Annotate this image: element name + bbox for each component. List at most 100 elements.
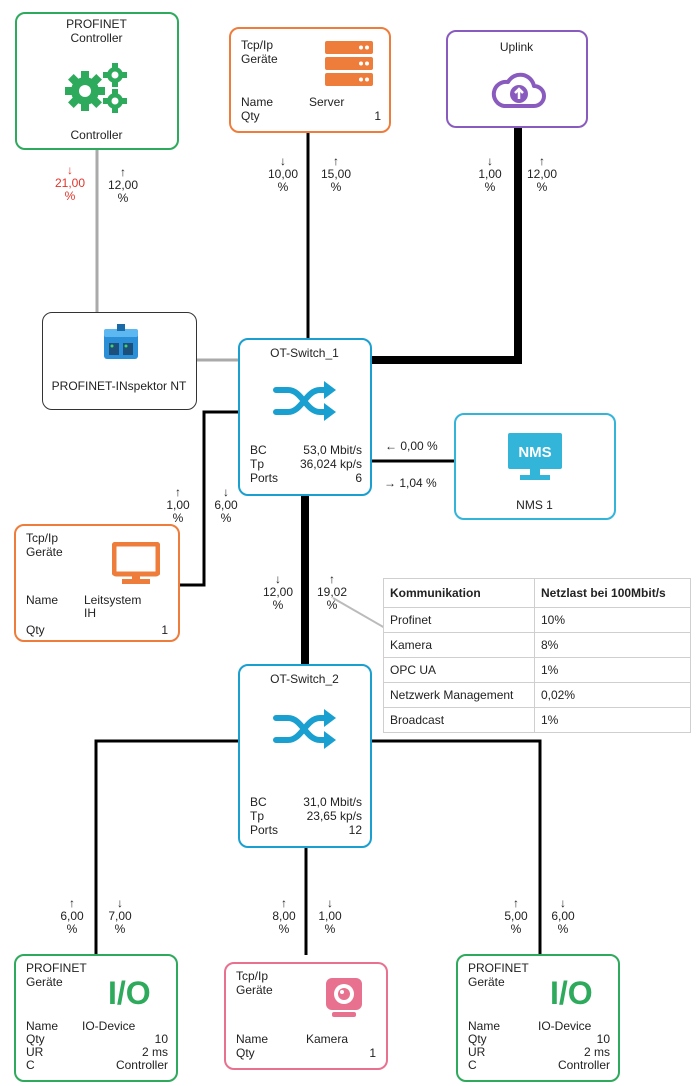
unit: % <box>64 189 76 203</box>
inspektor-node[interactable]: PROFINET-INspektor NT <box>42 312 197 410</box>
kam-qty-value: 1 <box>369 1046 376 1060</box>
camera-icon <box>326 978 362 1017</box>
ot-switch-1-node[interactable]: OT-Switch_1 BC 53,0 Mbit/s Tp 36,024 kp/… <box>238 338 372 496</box>
ior-down-label: ↓ 6,00 % <box>543 897 583 936</box>
nms-monitor-icon: NMS <box>508 433 562 480</box>
ior-title1: PROFINET <box>468 961 529 975</box>
unit: % <box>557 922 569 936</box>
iol-qty-key: Qty <box>26 1032 45 1046</box>
value: 6,00 <box>214 498 238 512</box>
value: 15,00 <box>320 167 352 181</box>
arrow: ↓ <box>327 896 333 910</box>
io-device-left-node[interactable]: PROFINET Geräte I/O Name IO-Device Qty 1… <box>14 954 178 1082</box>
switch1-tp-key: Tp <box>250 457 265 471</box>
table-header: Netzlast bei 100Mbit/s <box>534 578 691 608</box>
sw-up-label: ↑ 19,02 % <box>312 573 352 612</box>
ior-ur-value: 2 ms <box>583 1045 610 1059</box>
server-name-key: Name <box>241 95 274 109</box>
leit-name-key: Name <box>26 593 59 607</box>
switch1-ports-key: Ports <box>250 471 279 485</box>
link-leitsystem-switch1 <box>180 410 240 587</box>
ot-switch-2-node[interactable]: OT-Switch_2 BC 31,0 Mbit/s Tp 23,65 kp/s… <box>238 664 372 848</box>
arrow: ↓ <box>280 154 286 168</box>
netzlast-table: Kommunikation Netzlast bei 100Mbit/s Pro… <box>383 578 691 733</box>
switch2-title: OT-Switch_2 <box>270 672 339 686</box>
value: 1,00 <box>478 167 502 181</box>
iol-down-label: ↓ 7,00 % <box>100 897 140 936</box>
server-icon <box>325 41 373 86</box>
kam-name-value: Kamera <box>306 1032 349 1046</box>
switch2-ports-value: 12 <box>348 823 362 837</box>
unit: % <box>66 922 78 936</box>
ior-qty-key: Qty <box>468 1032 487 1046</box>
monitor-icon <box>112 542 160 584</box>
controller-label: Controller <box>70 128 123 142</box>
kam-down-label: ↓ 1,00 % <box>310 897 350 936</box>
switch1-bc-key: BC <box>250 443 267 457</box>
ior-up-label: ↑ 5,00 % <box>496 897 536 936</box>
arrow: ↑ <box>120 165 126 179</box>
kam-up-label: ↑ 8,00 % <box>264 897 304 936</box>
kam-name-key: Name <box>236 1032 269 1046</box>
switch-arrows-icon <box>273 709 336 749</box>
unit: % <box>510 922 522 936</box>
iol-qty-value: 10 <box>154 1032 168 1046</box>
sw-down-label: ↓ 12,00 % <box>258 573 298 612</box>
server-node[interactable]: Tcp/Ip Geräte Name Server Qty 1 <box>229 27 391 133</box>
value: 12,00 <box>107 178 139 192</box>
unit: % <box>272 598 284 612</box>
uplink-up-label: ↑ 12,00 % <box>522 155 562 194</box>
value: 8,00 <box>272 909 296 923</box>
value: 10,00 <box>267 167 299 181</box>
arrow: ↓ <box>487 154 493 168</box>
arrow: ↓ <box>275 572 281 586</box>
kamera-node[interactable]: Tcp/Ip Geräte Name Kamera Qty 1 <box>224 962 388 1070</box>
arrow: ↑ <box>69 896 75 910</box>
unit: % <box>330 180 342 194</box>
table-cell: 1% <box>534 657 691 683</box>
switch2-bc-key: BC <box>250 795 267 809</box>
unit: % <box>326 598 338 612</box>
iol-title1: PROFINET <box>26 961 87 975</box>
io-device-right-node[interactable]: PROFINET Geräte I/O Name IO-Device Qty 1… <box>456 954 620 1082</box>
table-cell: 1% <box>534 707 691 733</box>
arrow: ↑ <box>281 896 287 910</box>
switch1-tp-value: 36,024 kp/s <box>299 457 362 471</box>
controller-title1: PROFINET <box>66 17 127 31</box>
nms-out-label: → 1,04 % <box>384 476 437 490</box>
leit-up-label: ↑ 1,00 % <box>158 486 198 525</box>
iol-ur-value: 2 ms <box>141 1045 168 1059</box>
table-cell: 10% <box>534 607 691 633</box>
nms-node[interactable]: NMS NMS 1 <box>454 413 616 520</box>
inspektor-label: PROFINET-INspektor NT <box>51 379 187 393</box>
value: 21,00 <box>54 176 86 190</box>
leit-title1: Tcp/Ip <box>26 531 59 545</box>
unit: % <box>484 180 496 194</box>
iol-title2: Geräte <box>26 975 63 989</box>
unit: % <box>536 180 548 194</box>
leitsystem-node[interactable]: Tcp/Ip Geräte Name Leitsystem IH Qty 1 <box>14 524 180 642</box>
ior-ur-key: UR <box>468 1045 486 1059</box>
table-cell: Broadcast <box>383 707 535 733</box>
leit-qty-key: Qty <box>26 623 45 637</box>
iol-c-key: C <box>26 1058 35 1072</box>
server-qty-value: 1 <box>374 109 381 123</box>
unit: % <box>220 511 232 525</box>
link-switch2-io-left <box>94 739 240 955</box>
arrow: ↑ <box>539 154 545 168</box>
table-cell: Netzwerk Management <box>383 682 535 708</box>
profinet-controller-node[interactable]: PROFINET Controller Controller <box>15 12 179 150</box>
iol-name-key: Name <box>26 1019 59 1033</box>
switch-arrows-icon <box>273 381 336 421</box>
iol-up-label: ↑ 6,00 % <box>52 897 92 936</box>
uplink-node[interactable]: Uplink <box>446 30 588 128</box>
server-title1: Tcp/Ip <box>241 38 274 52</box>
value: 1,00 <box>166 498 190 512</box>
io-icon: I/O <box>108 975 151 1011</box>
unit: % <box>278 922 290 936</box>
value: 6,00 <box>60 909 84 923</box>
